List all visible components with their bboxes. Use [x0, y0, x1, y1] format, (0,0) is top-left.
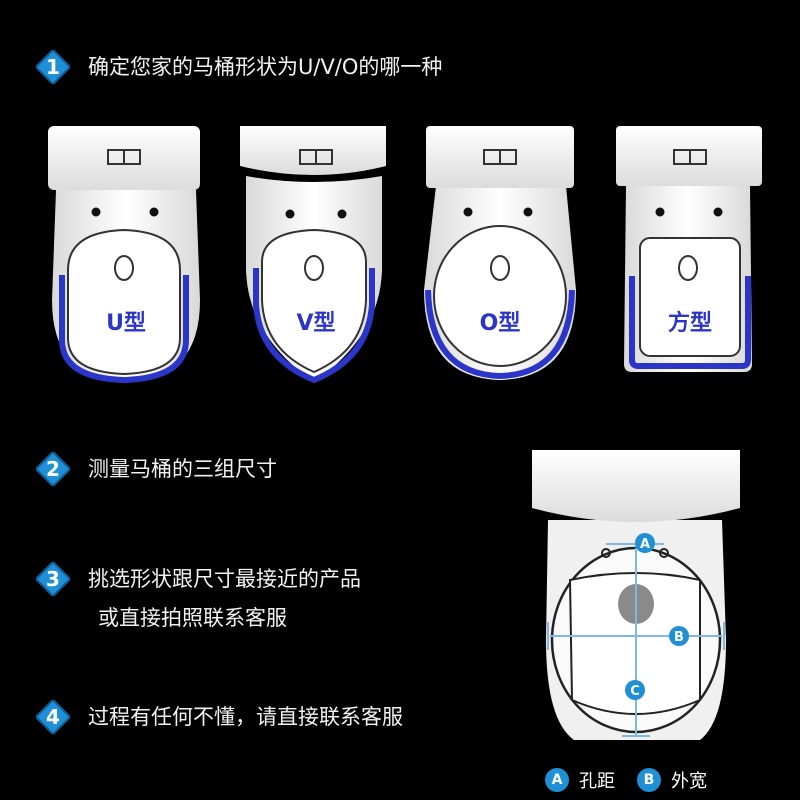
toilet-o-shape — [424, 126, 576, 380]
step-text: 确定您家的马桶形状为U/V/O的哪一种 — [88, 55, 443, 79]
toilet-v-shape — [240, 126, 386, 384]
toilet-square-shape — [616, 126, 762, 372]
shape-label-v: V型 — [296, 311, 335, 336]
step-number: 2 — [46, 457, 60, 481]
step-number: 3 — [46, 567, 60, 591]
shape-label-square: 方型 — [668, 310, 712, 336]
step-number: 4 — [46, 705, 60, 729]
step-number-badge: 3 — [34, 560, 72, 598]
step-2: 2 测量马桶的三组尺寸 — [34, 450, 277, 488]
measurement-legend: A 孔距 B 外宽 — [545, 767, 729, 793]
step-1: 1 确定您家的马桶形状为U/V/O的哪一种 — [34, 48, 443, 86]
measure-badge-b: B — [669, 626, 689, 646]
measure-c-label: C — [630, 684, 640, 699]
step-text: 挑选形状跟尺寸最接近的产品 — [88, 567, 361, 591]
step-3: 3 挑选形状跟尺寸最接近的产品 — [34, 560, 361, 598]
measure-badge-a: A — [635, 533, 655, 553]
legend-text-outer-width: 外宽 — [671, 771, 707, 792]
step-4: 4 过程有任何不懂，请直接联系客服 — [34, 698, 403, 736]
step-number: 1 — [46, 55, 60, 79]
step-text: 过程有任何不懂，请直接联系客服 — [88, 705, 403, 729]
legend-badge-a: A — [545, 768, 569, 792]
step-text: 测量马桶的三组尺寸 — [88, 457, 277, 481]
step-number-badge: 4 — [34, 698, 72, 736]
toilet-u-shape — [48, 126, 200, 384]
step-number-badge: 2 — [34, 450, 72, 488]
shape-label-o: O型 — [480, 311, 521, 336]
legend-badge-b: B — [637, 768, 661, 792]
shape-label-u: U型 — [106, 311, 146, 336]
measure-badge-c: C — [625, 680, 645, 700]
measure-a-label: A — [640, 537, 650, 552]
step-3-text-line2: 或直接拍照联系客服 — [98, 606, 287, 630]
step-number-badge: 1 — [34, 48, 72, 86]
measure-b-label: B — [674, 630, 684, 645]
legend-text-hole-distance: 孔距 — [579, 771, 615, 792]
measurement-toilet — [532, 450, 740, 740]
